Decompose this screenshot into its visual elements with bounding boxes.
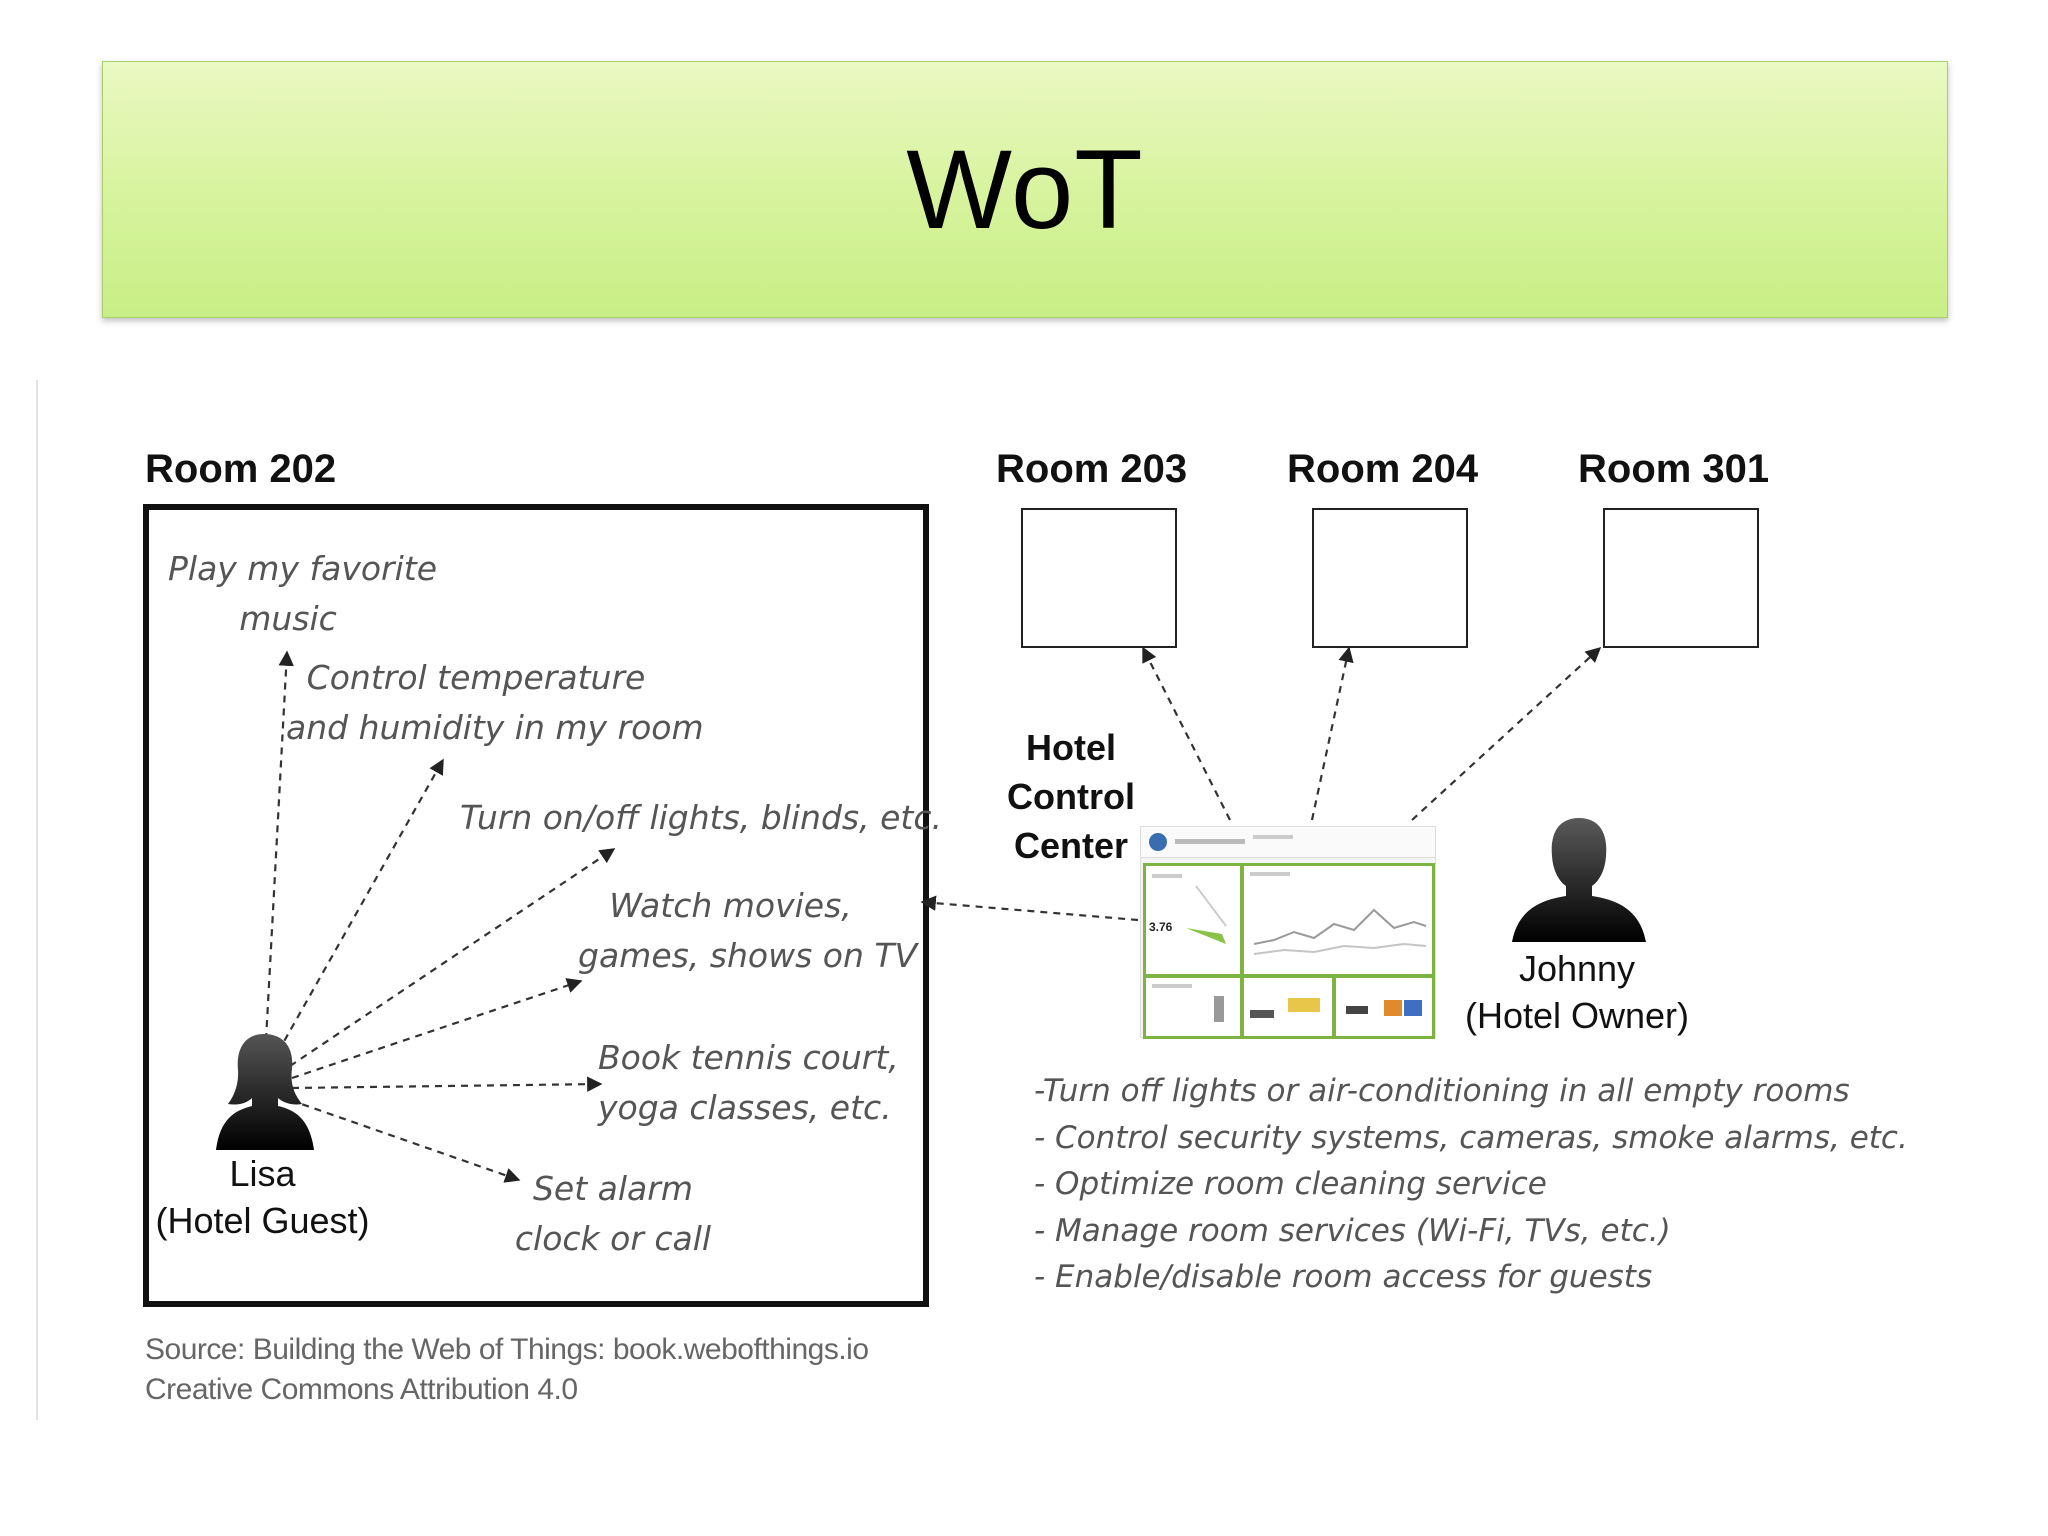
action-music-line1: Play my favorite: [168, 549, 438, 588]
action-alarm-line2: clock or call: [514, 1219, 712, 1258]
arrow-to-temperature: [277, 758, 444, 1053]
owner-task-item: - Optimize room cleaning service: [1034, 1166, 1547, 1202]
owner-label: Johnny (Hotel Owner): [1448, 945, 1706, 1039]
arrow-center-to-301: [1411, 646, 1602, 821]
owner-task-item: - Manage room services (Wi-Fi, TVs, etc.…: [1034, 1212, 1671, 1249]
control-center-line1: Hotel: [1026, 727, 1116, 768]
dashboard-logo-icon: [1149, 833, 1167, 851]
arrow-to-lights: [289, 848, 616, 1067]
action-lights: Turn on/off lights, blinds, etc.: [460, 793, 942, 843]
room-301-label: Room 301: [1578, 447, 1770, 491]
owner-task-item: - Control security systems, cameras, smo…: [1034, 1119, 1908, 1156]
dashboard-subtitle-bar: [1253, 835, 1293, 839]
action-temperature-line2: and humidity in my room: [286, 708, 704, 747]
arrow-center-to-204: [1310, 646, 1354, 821]
left-divider: [36, 380, 38, 1420]
title-banner: WoT: [102, 61, 1948, 318]
guest-role: (Hotel Guest): [155, 1200, 370, 1241]
room-202-label: Room 202: [145, 447, 337, 491]
action-temperature: Control temperature and humidity in my r…: [286, 653, 704, 753]
owner-task-item: - Enable/disable room access for guests: [1034, 1259, 1653, 1295]
room-203-label: Room 203: [996, 447, 1188, 491]
guest-name: Lisa: [229, 1153, 296, 1194]
guest-woman-icon: [216, 1034, 314, 1150]
slide-title: WoT: [906, 127, 1144, 252]
action-alarm: Set alarm clock or call: [508, 1164, 718, 1264]
room-203-box: [1021, 508, 1177, 648]
action-temperature-line1: Control temperature: [306, 658, 646, 697]
dashboard-gauge-icon: [1152, 874, 1227, 944]
arrow-center-to-203: [1142, 646, 1231, 821]
dashboard-panel-3: [1333, 975, 1435, 1039]
owner-task-list: -Turn off lights or air-conditioning in …: [1034, 1068, 1908, 1301]
arrow-to-alarm: [289, 1098, 521, 1183]
control-center-line3: Center: [1013, 825, 1129, 866]
source-line1: Source: Building the Web of Things: book…: [145, 1333, 869, 1366]
dashboard-title-bar: [1175, 839, 1245, 844]
dashboard-topbar: [1141, 827, 1435, 858]
action-tv: Watch movies, games, shows on TV: [578, 881, 918, 981]
dashboard-trend-icon: [1250, 872, 1427, 955]
room-204-label: Room 204: [1287, 447, 1479, 491]
action-sports-line1: Book tennis court,: [598, 1038, 899, 1077]
room-204-box: [1312, 508, 1468, 648]
action-alarm-line1: Set alarm: [532, 1169, 693, 1208]
arrow-to-sports: [291, 1076, 603, 1092]
action-tv-line1: Watch movies,: [609, 886, 852, 925]
source-citation: Source: Building the Web of Things: book…: [145, 1330, 869, 1410]
arrow-to-tv: [291, 978, 583, 1080]
control-center-label: Hotel Control Center: [1001, 723, 1141, 870]
control-dashboard: 3.76: [1140, 826, 1436, 1039]
dashboard-reading: 3.76: [1149, 920, 1173, 934]
owner-role: (Hotel Owner): [1464, 995, 1690, 1036]
guest-label: Lisa (Hotel Guest): [140, 1150, 385, 1244]
owner-name: Johnny: [1518, 948, 1636, 989]
owner-task-item: -Turn off lights or air-conditioning in …: [1034, 1073, 1850, 1109]
action-music: Play my favorite music: [168, 544, 438, 644]
dashboard-panel-1: [1143, 975, 1243, 1039]
action-sports: Book tennis court, yoga classes, etc.: [598, 1033, 899, 1133]
action-lights-line1: Turn on/off lights, blinds, etc.: [460, 798, 942, 837]
room-301-box: [1603, 508, 1759, 648]
dashboard-chart-panel: [1241, 863, 1435, 977]
source-line2: Creative Commons Attribution 4.0: [145, 1373, 578, 1406]
arrow-center-to-202: [920, 895, 1139, 922]
dashboard-panel-2: [1241, 975, 1335, 1039]
arrow-to-music: [264, 650, 294, 1041]
control-center-line2: Control: [1007, 776, 1135, 817]
owner-man-icon: [1512, 818, 1646, 942]
dashboard-gauge-panel: 3.76: [1143, 863, 1243, 977]
action-sports-line2: yoga classes, etc.: [598, 1088, 892, 1127]
action-music-line2: music: [239, 599, 337, 638]
action-tv-line2: games, shows on TV: [578, 936, 918, 975]
